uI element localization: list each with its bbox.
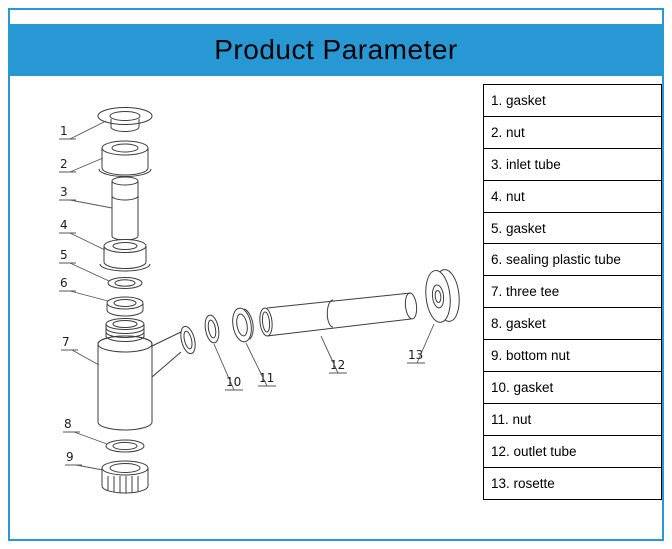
table-row: 4. nut — [483, 179, 662, 213]
table-row: 13. rosette — [483, 466, 662, 500]
part-label: 9. bottom nut — [483, 339, 662, 373]
callout-8-leader — [63, 431, 108, 445]
page-frame: Product Parameter — [8, 8, 664, 541]
part-label: 5. gasket — [483, 211, 662, 245]
callout-2-leader — [59, 157, 104, 173]
part-nut-11 — [232, 307, 254, 343]
part-label: 4. nut — [483, 179, 662, 213]
callout-5-leader — [59, 262, 110, 282]
table-row: 8. gasket — [483, 307, 662, 341]
callout-10-leader — [213, 343, 243, 391]
part-label: 2. nut — [483, 115, 662, 149]
table-row: 3. inlet tube — [483, 147, 662, 181]
table-row: 9. bottom nut — [483, 339, 662, 373]
callout-7-label: 7 — [62, 335, 70, 349]
table-row: 10. gasket — [483, 371, 662, 404]
callout-13-leader — [407, 323, 435, 364]
part-nut-4 — [99, 239, 151, 272]
table-row: 11. nut — [483, 402, 662, 436]
callout-10-label: 10 — [226, 375, 241, 389]
table-row: 12. outlet tube — [483, 434, 662, 468]
part-gasket-10 — [204, 314, 220, 344]
table-row: 5. gasket — [483, 211, 662, 245]
callout-11-leader — [245, 342, 276, 387]
callout-3-leader — [59, 199, 113, 209]
table-row: 1. gasket — [483, 84, 662, 117]
part-label: 6. sealing plastic tube — [483, 243, 662, 277]
part-label: 1. gasket — [483, 84, 662, 117]
table-row: 7. three tee — [483, 275, 662, 309]
callout-12-leader — [320, 335, 347, 374]
part-three-tee-7 — [97, 318, 196, 431]
callout-4-label: 4 — [60, 218, 68, 232]
callout-6-label: 6 — [60, 276, 68, 290]
part-label: 13. rosette — [483, 466, 662, 500]
part-label: 7. three tee — [483, 275, 662, 309]
part-label: 10. gasket — [483, 371, 662, 404]
part-label: 12. outlet tube — [483, 434, 662, 468]
table-row: 6. sealing plastic tube — [483, 243, 662, 277]
exploded-diagram: 1 2 3 4 5 6 7 8 9 10 — [59, 107, 460, 494]
table-row: 2. nut — [483, 115, 662, 149]
part-inlet-tube-3 — [111, 176, 139, 241]
part-gasket-8 — [105, 439, 145, 453]
callout-7-leader — [61, 349, 100, 366]
callout-2-label: 2 — [60, 157, 68, 171]
callout-1-leader — [59, 120, 107, 140]
callout-13-label: 13 — [408, 348, 423, 362]
callout-5-label: 5 — [60, 248, 68, 262]
callout-4-leader — [59, 232, 106, 251]
part-label: 11. nut — [483, 402, 662, 436]
callout-9-leader — [65, 464, 104, 471]
content-area: 1 2 3 4 5 6 7 8 9 10 — [10, 84, 662, 516]
part-outlet-tube-12 — [259, 292, 418, 337]
part-rosette-13 — [425, 269, 460, 323]
parts-table: 1. gasket 2. nut 3. inlet tube 4. nut 5.… — [483, 84, 662, 500]
part-nut-2 — [98, 140, 152, 177]
callout-12-label: 12 — [330, 358, 345, 372]
callouts: 1 2 3 4 5 6 7 8 9 10 — [59, 120, 435, 471]
page-title: Product Parameter — [214, 34, 458, 65]
callout-9-label: 9 — [66, 450, 74, 464]
callout-6-leader — [59, 290, 109, 302]
callout-11-label: 11 — [259, 371, 274, 385]
part-label: 3. inlet tube — [483, 147, 662, 181]
part-label: 8. gasket — [483, 307, 662, 341]
callout-1-label: 1 — [60, 124, 68, 138]
part-bottom-nut-9 — [101, 460, 149, 494]
part-sealing-tube-6 — [106, 296, 144, 317]
part-gasket-1 — [97, 107, 153, 132]
callout-3-label: 3 — [60, 185, 68, 199]
title-banner: Product Parameter — [10, 24, 662, 76]
callout-8-label: 8 — [64, 417, 72, 431]
part-gasket-5 — [107, 277, 143, 289]
